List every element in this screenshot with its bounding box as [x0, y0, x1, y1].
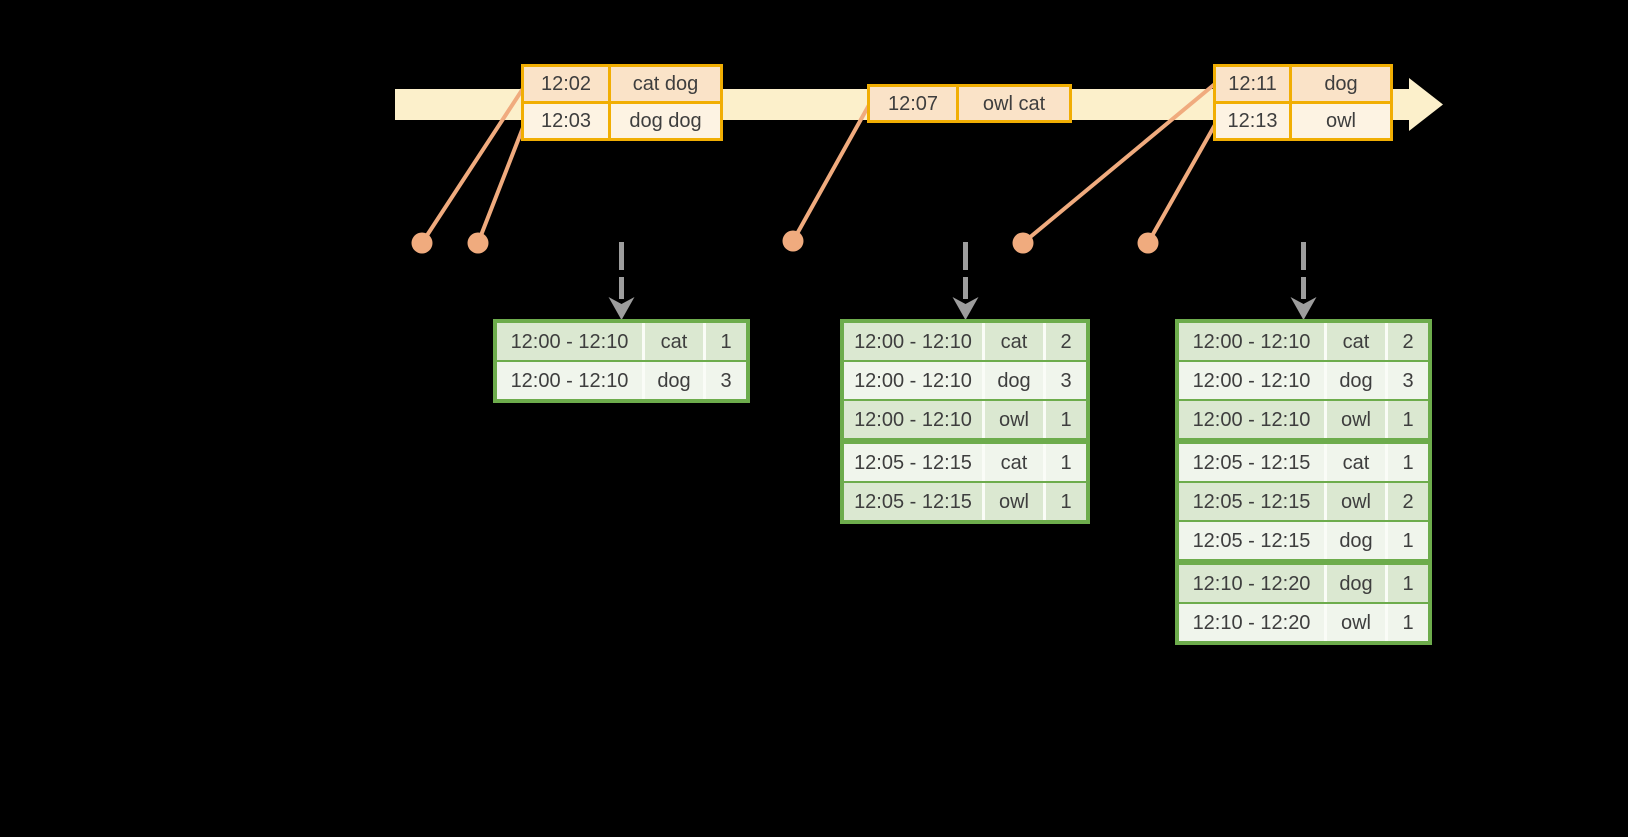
count-cell: 1 — [1046, 483, 1086, 520]
word-cell: dog — [1327, 522, 1385, 559]
event-words-cell: dog dog — [611, 104, 720, 138]
count-cell: 1 — [1388, 604, 1428, 641]
window-cell: 12:00 - 12:10 — [1179, 362, 1324, 399]
event-table-1: 12:02 cat dog 12:03 dog dog — [521, 64, 723, 141]
count-cell: 1 — [1388, 444, 1428, 481]
event-time-cell: 12:07 — [870, 87, 956, 120]
event-time-cell: 12:03 — [524, 104, 608, 138]
window-cell: 12:00 - 12:10 — [1179, 401, 1324, 438]
count-cell: 2 — [1046, 323, 1086, 360]
result-row: 12:00 - 12:10 cat 1 — [497, 323, 746, 360]
word-cell: cat — [1327, 444, 1385, 481]
window-cell: 12:00 - 12:10 — [497, 362, 642, 399]
event-dot — [1137, 232, 1159, 254]
word-cell: dog — [1327, 565, 1385, 602]
event-words-cell: owl — [1292, 104, 1390, 138]
result-row: 12:00 - 12:10 dog 3 — [844, 362, 1086, 399]
connector-line — [791, 103, 871, 243]
result-row: 12:05 - 12:15 cat 1 — [844, 444, 1086, 481]
count-cell: 3 — [706, 362, 746, 399]
event-table-2: 12:07 owl cat — [867, 84, 1072, 123]
connector-line — [476, 123, 526, 245]
window-cell: 12:00 - 12:10 — [844, 323, 982, 360]
event-dot — [782, 230, 804, 252]
window-cell: 12:05 - 12:15 — [1179, 522, 1324, 559]
result-row: 12:05 - 12:15 dog 1 — [1179, 522, 1428, 559]
event-words-cell: cat dog — [611, 67, 720, 101]
event-time-cell: 12:11 — [1216, 67, 1289, 101]
word-cell: owl — [1327, 401, 1385, 438]
event-row: 12:11 dog — [1216, 67, 1390, 101]
word-cell: owl — [985, 401, 1043, 438]
count-cell: 1 — [706, 323, 746, 360]
word-cell: dog — [985, 362, 1043, 399]
window-cell: 12:10 - 12:20 — [1179, 604, 1324, 641]
word-cell: owl — [1327, 604, 1385, 641]
event-time-cell: 12:02 — [524, 67, 608, 101]
event-row: 12:07 owl cat — [870, 87, 1069, 120]
result-table-3: 12:00 - 12:10 cat 2 12:00 - 12:10 dog 3 … — [1175, 319, 1432, 645]
window-cell: 12:00 - 12:10 — [1179, 323, 1324, 360]
timeline-arrowhead — [1409, 78, 1443, 131]
event-row: 12:03 dog dog — [524, 104, 720, 138]
result-row: 12:05 - 12:15 owl 2 — [1179, 483, 1428, 520]
connector-line — [420, 85, 526, 245]
count-cell: 2 — [1388, 483, 1428, 520]
connector-line — [1146, 121, 1218, 245]
window-cell: 12:10 - 12:20 — [1179, 565, 1324, 602]
result-row: 12:00 - 12:10 cat 2 — [1179, 323, 1428, 360]
event-words-cell: owl cat — [959, 87, 1069, 120]
event-dot — [467, 232, 489, 254]
word-cell: cat — [985, 444, 1043, 481]
result-row: 12:05 - 12:15 owl 1 — [844, 483, 1086, 520]
word-cell: cat — [985, 323, 1043, 360]
count-cell: 3 — [1046, 362, 1086, 399]
result-row: 12:00 - 12:10 dog 3 — [497, 362, 746, 399]
event-dot — [411, 232, 433, 254]
word-cell: cat — [1327, 323, 1385, 360]
result-table-1: 12:00 - 12:10 cat 1 12:00 - 12:10 dog 3 — [493, 319, 750, 403]
count-cell: 1 — [1388, 565, 1428, 602]
event-dot — [1012, 232, 1034, 254]
word-cell: dog — [645, 362, 703, 399]
trigger-arrowhead-icon — [952, 297, 979, 320]
result-row: 12:10 - 12:20 owl 1 — [1179, 604, 1428, 641]
window-cell: 12:05 - 12:15 — [844, 444, 982, 481]
window-cell: 12:00 - 12:10 — [844, 401, 982, 438]
result-table-2: 12:00 - 12:10 cat 2 12:00 - 12:10 dog 3 … — [840, 319, 1090, 524]
word-cell: owl — [985, 483, 1043, 520]
connector-line — [1021, 81, 1218, 245]
event-time-cell: 12:13 — [1216, 104, 1289, 138]
event-row: 12:13 owl — [1216, 104, 1390, 138]
trigger-arrowhead-icon — [608, 297, 635, 320]
word-cell: dog — [1327, 362, 1385, 399]
result-row: 12:00 - 12:10 cat 2 — [844, 323, 1086, 360]
count-cell: 1 — [1046, 401, 1086, 438]
count-cell: 1 — [1388, 401, 1428, 438]
window-cell: 12:05 - 12:15 — [1179, 444, 1324, 481]
count-cell: 3 — [1388, 362, 1428, 399]
window-cell: 12:05 - 12:15 — [1179, 483, 1324, 520]
trigger-arrowhead-icon — [1290, 297, 1317, 320]
word-cell: cat — [645, 323, 703, 360]
event-table-3: 12:11 dog 12:13 owl — [1213, 64, 1393, 141]
result-row: 12:00 - 12:10 owl 1 — [844, 401, 1086, 438]
result-row: 12:00 - 12:10 dog 3 — [1179, 362, 1428, 399]
event-row: 12:02 cat dog — [524, 67, 720, 101]
word-cell: owl — [1327, 483, 1385, 520]
window-cell: 12:05 - 12:15 — [844, 483, 982, 520]
count-cell: 1 — [1388, 522, 1428, 559]
count-cell: 1 — [1046, 444, 1086, 481]
event-words-cell: dog — [1292, 67, 1390, 101]
window-cell: 12:00 - 12:10 — [844, 362, 982, 399]
result-row: 12:05 - 12:15 cat 1 — [1179, 444, 1428, 481]
result-row: 12:10 - 12:20 dog 1 — [1179, 565, 1428, 602]
result-row: 12:00 - 12:10 owl 1 — [1179, 401, 1428, 438]
count-cell: 2 — [1388, 323, 1428, 360]
window-cell: 12:00 - 12:10 — [497, 323, 642, 360]
